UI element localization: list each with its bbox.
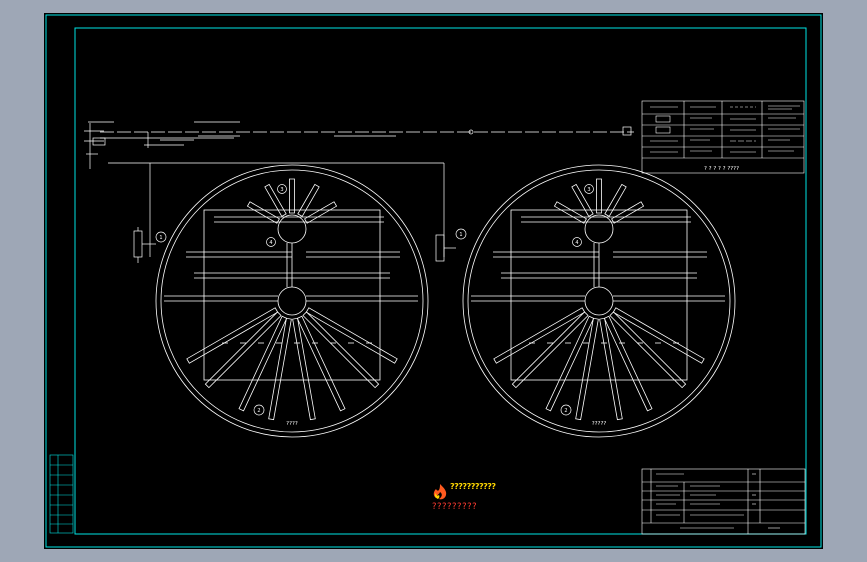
lateral-pipe <box>609 311 687 389</box>
marker-label: 1 <box>159 235 162 241</box>
lateral-pipe <box>268 317 292 421</box>
upper-lateral-pipe <box>571 183 594 217</box>
logo-text: ??????????? <box>450 482 496 491</box>
lateral-pipe <box>612 307 705 364</box>
upper-lateral-pipe <box>297 183 320 217</box>
marker-1-right <box>455 228 467 240</box>
marker-2-right <box>560 404 572 416</box>
marker-3-right <box>584 184 594 194</box>
lateral-pipe <box>292 317 316 421</box>
upper-lateral-pipe <box>246 201 280 224</box>
upper-lateral-pipe <box>611 201 645 224</box>
marker-4-right <box>572 237 582 247</box>
legend-table <box>641 100 805 174</box>
tank-right <box>462 164 736 438</box>
upper-lateral-pipe <box>304 201 338 224</box>
right-tank-label: ????? <box>592 421 607 427</box>
lateral-pipe <box>296 315 346 412</box>
marker-label: 1 <box>459 232 462 238</box>
lateral-pipe <box>186 307 279 364</box>
marker-label: 4 <box>269 240 272 246</box>
logo-caption: ????????? <box>432 502 478 512</box>
marker-2-left <box>253 404 265 416</box>
cad-viewport[interactable]: ? ? ? ? ? ???? <box>44 13 823 549</box>
title-block <box>641 468 806 535</box>
marker-label: 2 <box>257 408 260 414</box>
left-riser <box>133 227 456 263</box>
lateral-pipe <box>204 311 282 389</box>
pipe-network <box>84 121 634 257</box>
flame-icon <box>433 484 447 500</box>
legend-caption: ? ? ? ? ? ???? <box>704 166 739 172</box>
upper-lateral-pipe <box>289 178 295 214</box>
marker-label: 3 <box>280 187 283 193</box>
marker-3-left <box>277 184 287 194</box>
marker-label: 4 <box>575 240 578 246</box>
inner-frame <box>74 27 807 535</box>
marker-label: 3 <box>587 187 590 193</box>
lateral-pipe <box>575 317 599 421</box>
watermark-logo: ??????????? ????????? <box>432 479 502 519</box>
upper-lateral-pipe <box>604 183 627 217</box>
lateral-pipe <box>545 315 595 412</box>
lateral-pipe <box>511 311 589 389</box>
margin-strip <box>49 454 74 534</box>
lateral-pipe <box>238 315 288 412</box>
outer-frame <box>45 14 822 548</box>
upper-lateral-pipe <box>553 201 587 224</box>
lateral-pipe <box>493 307 586 364</box>
tank-left <box>155 164 429 438</box>
radial-laterals <box>186 178 705 421</box>
lateral-pipe <box>305 307 398 364</box>
marker-4-left <box>266 237 276 247</box>
upper-lateral-pipe <box>264 183 287 217</box>
left-tank-label: ???? <box>286 421 298 427</box>
upper-lateral-pipe <box>596 178 602 214</box>
marker-label: 2 <box>564 408 567 414</box>
lateral-pipe <box>599 317 623 421</box>
lateral-pipe <box>302 311 380 389</box>
drawing-sheet: ? ? ? ? ? ???? <box>45 14 822 548</box>
marker-1-left <box>155 231 167 243</box>
markers <box>155 184 594 416</box>
lateral-pipe <box>603 315 653 412</box>
